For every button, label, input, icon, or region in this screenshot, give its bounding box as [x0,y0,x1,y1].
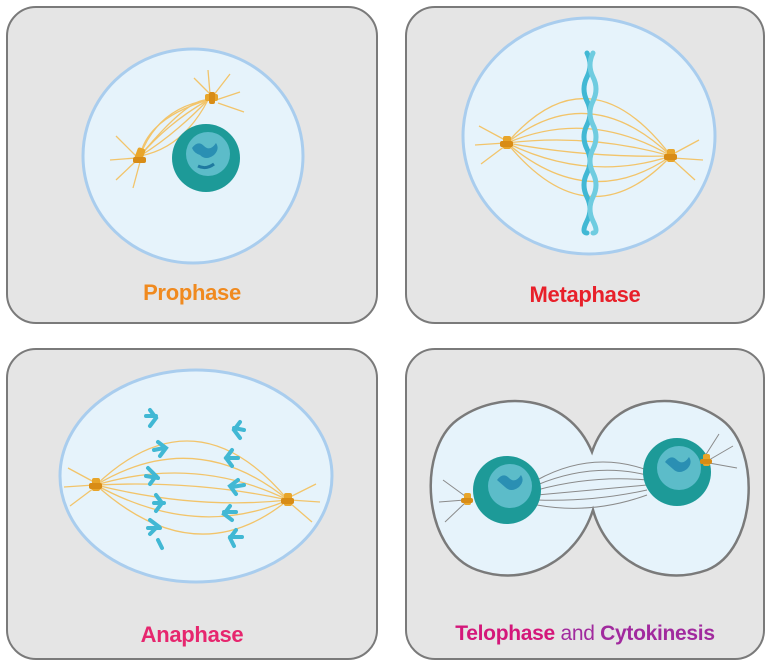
telophase-label: Telophase and Cytokinesis [407,622,763,646]
telophase-cells [407,350,765,660]
telophase-word: Telophase [455,622,555,645]
metaphase-cell [407,8,765,324]
telophase-panel: Telophase and Cytokinesis [405,348,765,660]
prophase-panel: Prophase [6,6,378,324]
anaphase-cell [8,350,378,660]
anaphase-panel: Anaphase [6,348,378,660]
anaphase-label: Anaphase [8,622,376,648]
nucleus-icon [473,456,541,524]
nucleus-icon [643,438,711,506]
nucleus-icon [172,124,240,192]
and-word: and [560,622,594,645]
cytokinesis-word: Cytokinesis [600,622,715,645]
metaphase-panel: Metaphase [405,6,765,324]
prophase-label: Prophase [8,280,376,306]
metaphase-label: Metaphase [407,282,763,308]
prophase-cell [8,8,378,324]
